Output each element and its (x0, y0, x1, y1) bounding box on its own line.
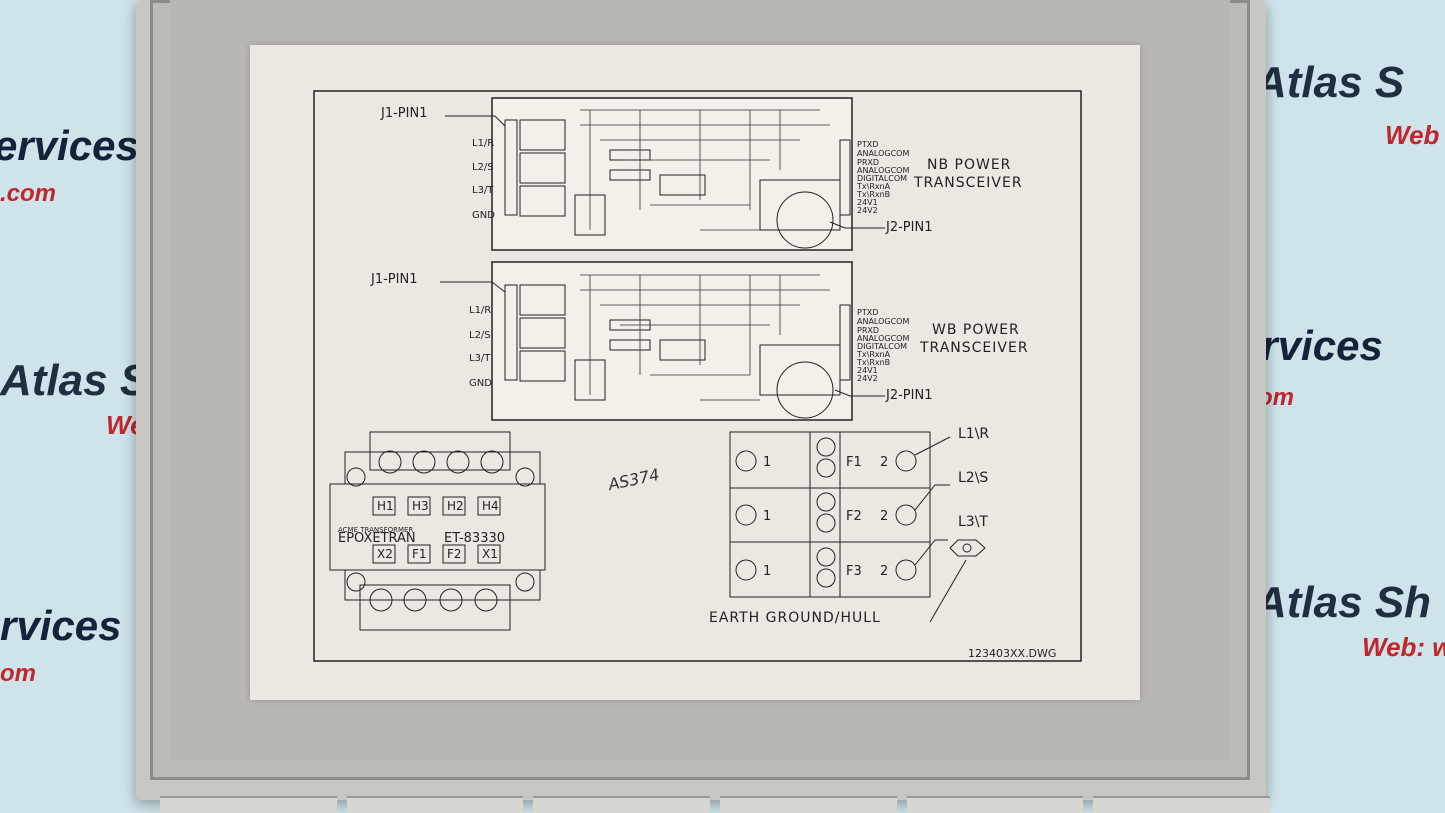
nb-right-pin: Tx\RxnB (857, 190, 891, 199)
transformer-terminal-bottom: F1 (412, 547, 427, 561)
fuse-row-1-fuse: F1 (846, 455, 862, 470)
nb-pin-gnd: GND (472, 210, 495, 221)
nb-title-line1: NB POWER (927, 157, 1012, 173)
wb-right-pin: Tx\RxnA (857, 350, 891, 359)
fuse-block-symbol (729, 431, 986, 623)
nb-pin-l1r: L1/R (472, 138, 495, 149)
wb-j2-pin1-label: J2-PIN1 (886, 388, 933, 403)
fuse-row-2-line: L2\S (958, 470, 989, 486)
banner-com-left-top: .com (0, 180, 57, 207)
transformer-terminal-top: H2 (447, 499, 464, 513)
wb-right-pin: PRXD (857, 326, 880, 335)
wb-j1-pin1-label: J1-PIN1 (371, 272, 418, 287)
nb-title-line2: TRANSCEIVER (914, 175, 1023, 191)
wb-pin-gnd: GND (469, 378, 492, 389)
wb-title-line2: TRANSCEIVER (920, 340, 1029, 356)
hinge (906, 796, 1084, 813)
fuse-row-3-right: 2 (880, 564, 889, 579)
transformer-model-left: EPOXETRAN (338, 531, 416, 546)
fuse-row-2-left: 1 (763, 509, 772, 524)
nb-right-pin: ANALOGCOM (857, 166, 910, 175)
nb-board-outline (491, 97, 853, 251)
fuse-row-1-right: 2 (880, 455, 889, 470)
nb-right-pin: 24V1 (857, 198, 878, 207)
wb-right-pin: PTXD (857, 308, 879, 317)
transformer-maker: ACME TRANSFORMER (338, 526, 414, 534)
fuse-row-1-left: 1 (763, 455, 772, 470)
nb-j2-pin1-label: J2-PIN1 (886, 220, 933, 235)
wb-right-pin: ANALOGCOM (857, 334, 910, 343)
banner-brand-left-mid: Atlas S (0, 356, 150, 405)
wb-right-pin: ANALOGCOM (857, 317, 910, 326)
banner-web-top-right: Web (1385, 120, 1440, 150)
banner-brand-right-bottom: Atlas Sh (1255, 578, 1432, 627)
wb-pin-l3t: L3/T (469, 353, 491, 364)
drawing-number: 123403XX.DWG (968, 647, 1057, 660)
transformer-terminal-bottom: F2 (447, 547, 462, 561)
nb-right-pin: 24V2 (857, 206, 878, 215)
wb-pin-l2s: L2/S (469, 330, 491, 341)
hinge (1093, 796, 1271, 813)
hinge (533, 796, 711, 813)
nb-pin-l2s: L2/S (472, 162, 494, 173)
banner-services-left-bottom: rvices (0, 602, 122, 649)
hinge (160, 796, 337, 813)
banner-services-left-top: ervices (0, 122, 139, 169)
wb-title-line1: WB POWER (932, 322, 1020, 338)
nb-right-pin: Tx\RxnA (857, 182, 891, 191)
nb-right-pin: PRXD (857, 158, 880, 167)
wb-board-outline (491, 261, 853, 421)
earth-ground-label: EARTH GROUND/HULL (709, 610, 881, 626)
nb-right-pin: DIGITALCOM (857, 174, 908, 183)
transformer-terminal-bottom: X1 (482, 547, 498, 561)
transformer-symbol (329, 431, 546, 631)
fuse-row-2-fuse: F2 (846, 509, 862, 524)
transformer-model-right: ET-83330 (444, 531, 506, 546)
fuse-row-2-right: 2 (880, 509, 889, 524)
wb-right-pin: 24V1 (857, 366, 878, 375)
nb-pin-l3t: L3/T (472, 185, 494, 196)
nb-right-pin: ANALOGCOM (857, 149, 910, 158)
banner-brand-top-right: Atlas S (1255, 58, 1405, 107)
fuse-row-1-line: L1\R (958, 426, 990, 442)
nb-right-pin: PTXD (857, 140, 879, 149)
transformer-terminal-top: H1 (377, 499, 394, 513)
hinge (720, 796, 897, 813)
fuse-row-3-line: L3\T (958, 514, 988, 530)
transformer-terminal-bottom: X2 (377, 547, 393, 561)
wb-right-pin: 24V2 (857, 374, 878, 383)
wb-right-pin: Tx\RxnB (857, 358, 891, 367)
fuse-row-3-left: 1 (763, 564, 772, 579)
hinge (346, 796, 524, 813)
transformer-terminal-top: H3 (412, 499, 429, 513)
banner-com-left-bottom: om (0, 660, 36, 687)
banner-web-right-bottom: Web: w (1362, 632, 1445, 662)
transformer-terminal-top: H4 (482, 499, 499, 513)
nb-j1-pin1-label: J1-PIN1 (381, 106, 428, 121)
wb-pin-l1r: L1/R (469, 305, 492, 316)
enclosure-hinges (160, 796, 1271, 813)
fuse-row-3-fuse: F3 (846, 564, 862, 579)
wb-right-pin: DIGITALCOM (857, 342, 908, 351)
